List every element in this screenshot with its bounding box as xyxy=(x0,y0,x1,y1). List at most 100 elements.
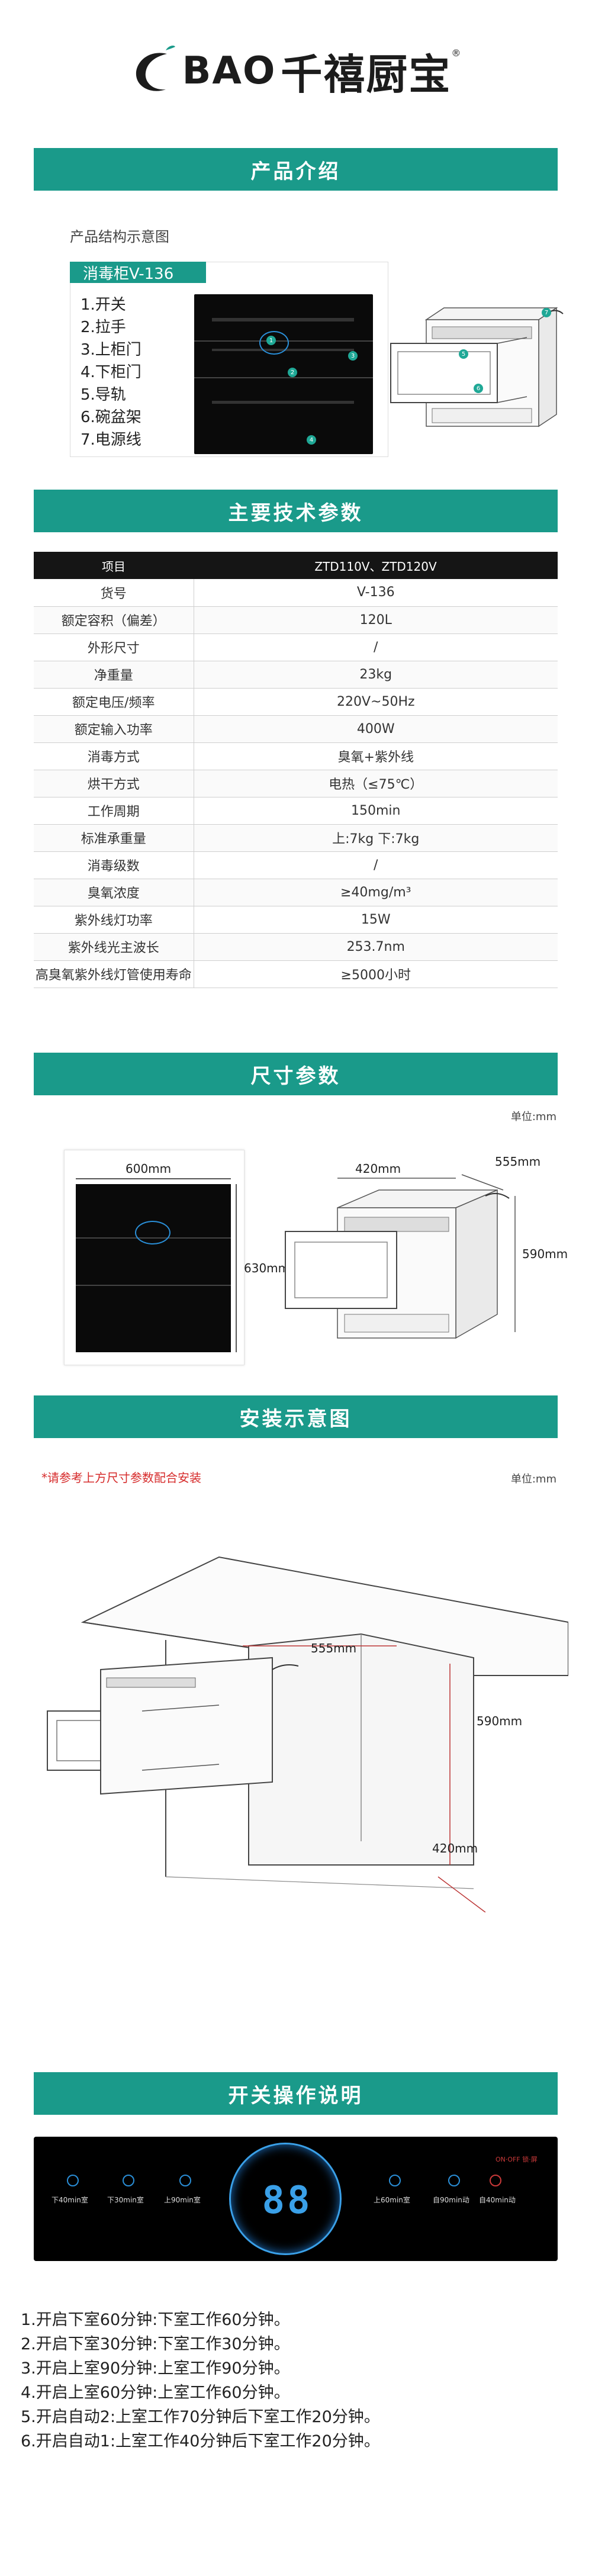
spec-value: 120L xyxy=(194,606,558,634)
spec-value: 臭氧+紫外线 xyxy=(194,742,558,770)
spec-label: 额定容积（偏差） xyxy=(34,606,194,634)
dim-line-height xyxy=(236,1184,237,1352)
spec-value: / xyxy=(194,633,558,661)
table-row: 烘干方式电热（≤75℃） xyxy=(34,770,558,797)
part-item: 7.电源线 xyxy=(81,431,141,449)
spec-value: 150min xyxy=(194,797,558,825)
spec-value: 400W xyxy=(194,715,558,743)
dim-width: 600mm xyxy=(126,1162,172,1176)
spec-label: 紫外线灯功率 xyxy=(34,906,194,934)
table-row: 额定容积（偏差）120L xyxy=(34,606,558,634)
part-item: 5.导轨 xyxy=(81,386,126,404)
table-row: 高臭氧紫外线灯管使用寿命≥5000小时 xyxy=(34,960,558,988)
part-item: 2.拉手 xyxy=(81,319,126,336)
spec-label: 标准承重量 xyxy=(34,824,194,852)
callout-marker: 1 xyxy=(266,336,276,345)
callout-marker: 3 xyxy=(348,351,358,361)
spec-label: 额定输入功率 xyxy=(34,715,194,743)
install-dim-h: 590mm xyxy=(477,1714,523,1728)
install-note: *请参考上方尺寸参数配合安装 xyxy=(41,1471,201,1485)
display-dial: 88 xyxy=(229,2143,342,2255)
install-unit-label: 单位:mm xyxy=(510,1473,556,1485)
control-panel: 下40min室 下30min室 上90min室 88 上60min室 自90mi… xyxy=(34,2137,558,2261)
install-illustration xyxy=(47,1556,568,1912)
handle-lower xyxy=(212,401,354,404)
lower-60-button-icon[interactable] xyxy=(67,2175,79,2186)
structure-subtitle: 产品结构示意图 xyxy=(70,229,169,245)
callout-marker: 2 xyxy=(288,368,297,377)
cabinet-open-illustration xyxy=(390,307,564,427)
auto-90-button-icon[interactable] xyxy=(448,2175,460,2186)
power-button-icon[interactable] xyxy=(490,2175,501,2186)
spec-label: 高臭氧紫外线灯管使用寿命 xyxy=(34,960,194,988)
box-dimension-illustration xyxy=(285,1174,516,1339)
list-item: 1.开启下室60分钟:下室工作60分钟。 xyxy=(21,2311,290,2329)
spec-label: 净重量 xyxy=(34,661,194,689)
part-item: 4.下柜门 xyxy=(81,364,141,381)
model-tab: 消毒柜V-136 xyxy=(70,262,206,283)
dim-box-depth: 555mm xyxy=(495,1154,541,1169)
upper-90-button-icon[interactable] xyxy=(179,2175,191,2186)
unit-label: 单位:mm xyxy=(510,1111,556,1123)
spec-header-model: ZTD110V、ZTD120V xyxy=(194,552,558,579)
ctrl-label: 下30min室 xyxy=(107,2196,144,2204)
door-divider xyxy=(76,1285,231,1286)
dim-height: 630mm xyxy=(244,1261,290,1275)
part-item: 1.开关 xyxy=(81,296,126,314)
registered-mark: ® xyxy=(451,47,461,59)
section-banner-specs: 主要技术参数 xyxy=(34,490,558,532)
list-item: 5.开启自动2:上室工作70分钟后下室工作20分钟。 xyxy=(21,2408,380,2426)
ctrl-label: 上90min室 xyxy=(164,2196,201,2204)
spec-value: 253.7nm xyxy=(194,933,558,961)
spec-label: 臭氧浓度 xyxy=(34,879,194,906)
spec-value: V-136 xyxy=(194,579,558,607)
spec-label: 烘干方式 xyxy=(34,770,194,797)
spec-label: 紫外线光主波长 xyxy=(34,933,194,961)
dim-box-height: 590mm xyxy=(522,1247,568,1261)
spec-value: / xyxy=(194,851,558,879)
list-item: 2.开启下室30分钟:下室工作30分钟。 xyxy=(21,2335,290,2353)
table-row: 标准承重量上:7kg 下:7kg xyxy=(34,824,558,852)
ctrl-label: 下40min室 xyxy=(52,2196,88,2204)
ctrl-label: 自40min动 xyxy=(479,2196,516,2204)
spec-label: 外形尺寸 xyxy=(34,633,194,661)
brand-latin: BAO xyxy=(182,49,276,93)
part-item: 6.碗盆架 xyxy=(81,409,141,426)
spec-value: 上:7kg 下:7kg xyxy=(194,824,558,852)
install-dim-w: 555mm xyxy=(311,1641,357,1655)
section-banner-operation: 开关操作说明 xyxy=(34,2072,558,2115)
door-divider xyxy=(194,377,373,378)
section-banner-install: 安装示意图 xyxy=(34,1395,558,1438)
parts-list: 1.开关 2.拉手 3.上柜门 4.下柜门 5.导轨 6.碗盆架 7.电源线 xyxy=(81,294,141,451)
display-ring-icon xyxy=(259,331,289,355)
operation-list: 1.开启下室60分钟:下室工作60分钟。 2.开启下室30分钟:下室工作30分钟… xyxy=(21,2308,380,2453)
section-banner-dimensions: 尺寸参数 xyxy=(34,1053,558,1095)
install-dim-d: 420mm xyxy=(432,1841,478,1855)
table-row: 消毒级数/ xyxy=(34,851,558,879)
table-row: 外形尺寸/ xyxy=(34,633,558,661)
spec-value: 220V~50Hz xyxy=(194,688,558,716)
table-row: 消毒方式臭氧+紫外线 xyxy=(34,742,558,770)
handle-upper xyxy=(212,318,354,321)
ctrl-label: 上60min室 xyxy=(374,2196,410,2204)
front-dimension-cabinet xyxy=(76,1184,231,1352)
front-dimension-card xyxy=(64,1150,244,1365)
upper-60-button-icon[interactable] xyxy=(389,2175,401,2186)
spec-label: 消毒级数 xyxy=(34,851,194,879)
structure-box xyxy=(70,262,388,457)
lower-30-button-icon[interactable] xyxy=(123,2175,134,2186)
display-digits: 88 xyxy=(262,2179,313,2223)
spec-label: 消毒方式 xyxy=(34,742,194,770)
spec-value: ≥40mg/m³ xyxy=(194,879,558,906)
callout-marker: 7 xyxy=(542,308,551,317)
power-lock-tag: ON·OFF 锁·屏 xyxy=(496,2156,538,2163)
logo-mark-icon xyxy=(131,44,179,98)
spec-header-item: 项目 xyxy=(34,552,194,579)
callout-marker: 4 xyxy=(307,435,316,445)
list-item: 6.开启自动1:上室工作40分钟后下室工作20分钟。 xyxy=(21,2432,380,2450)
